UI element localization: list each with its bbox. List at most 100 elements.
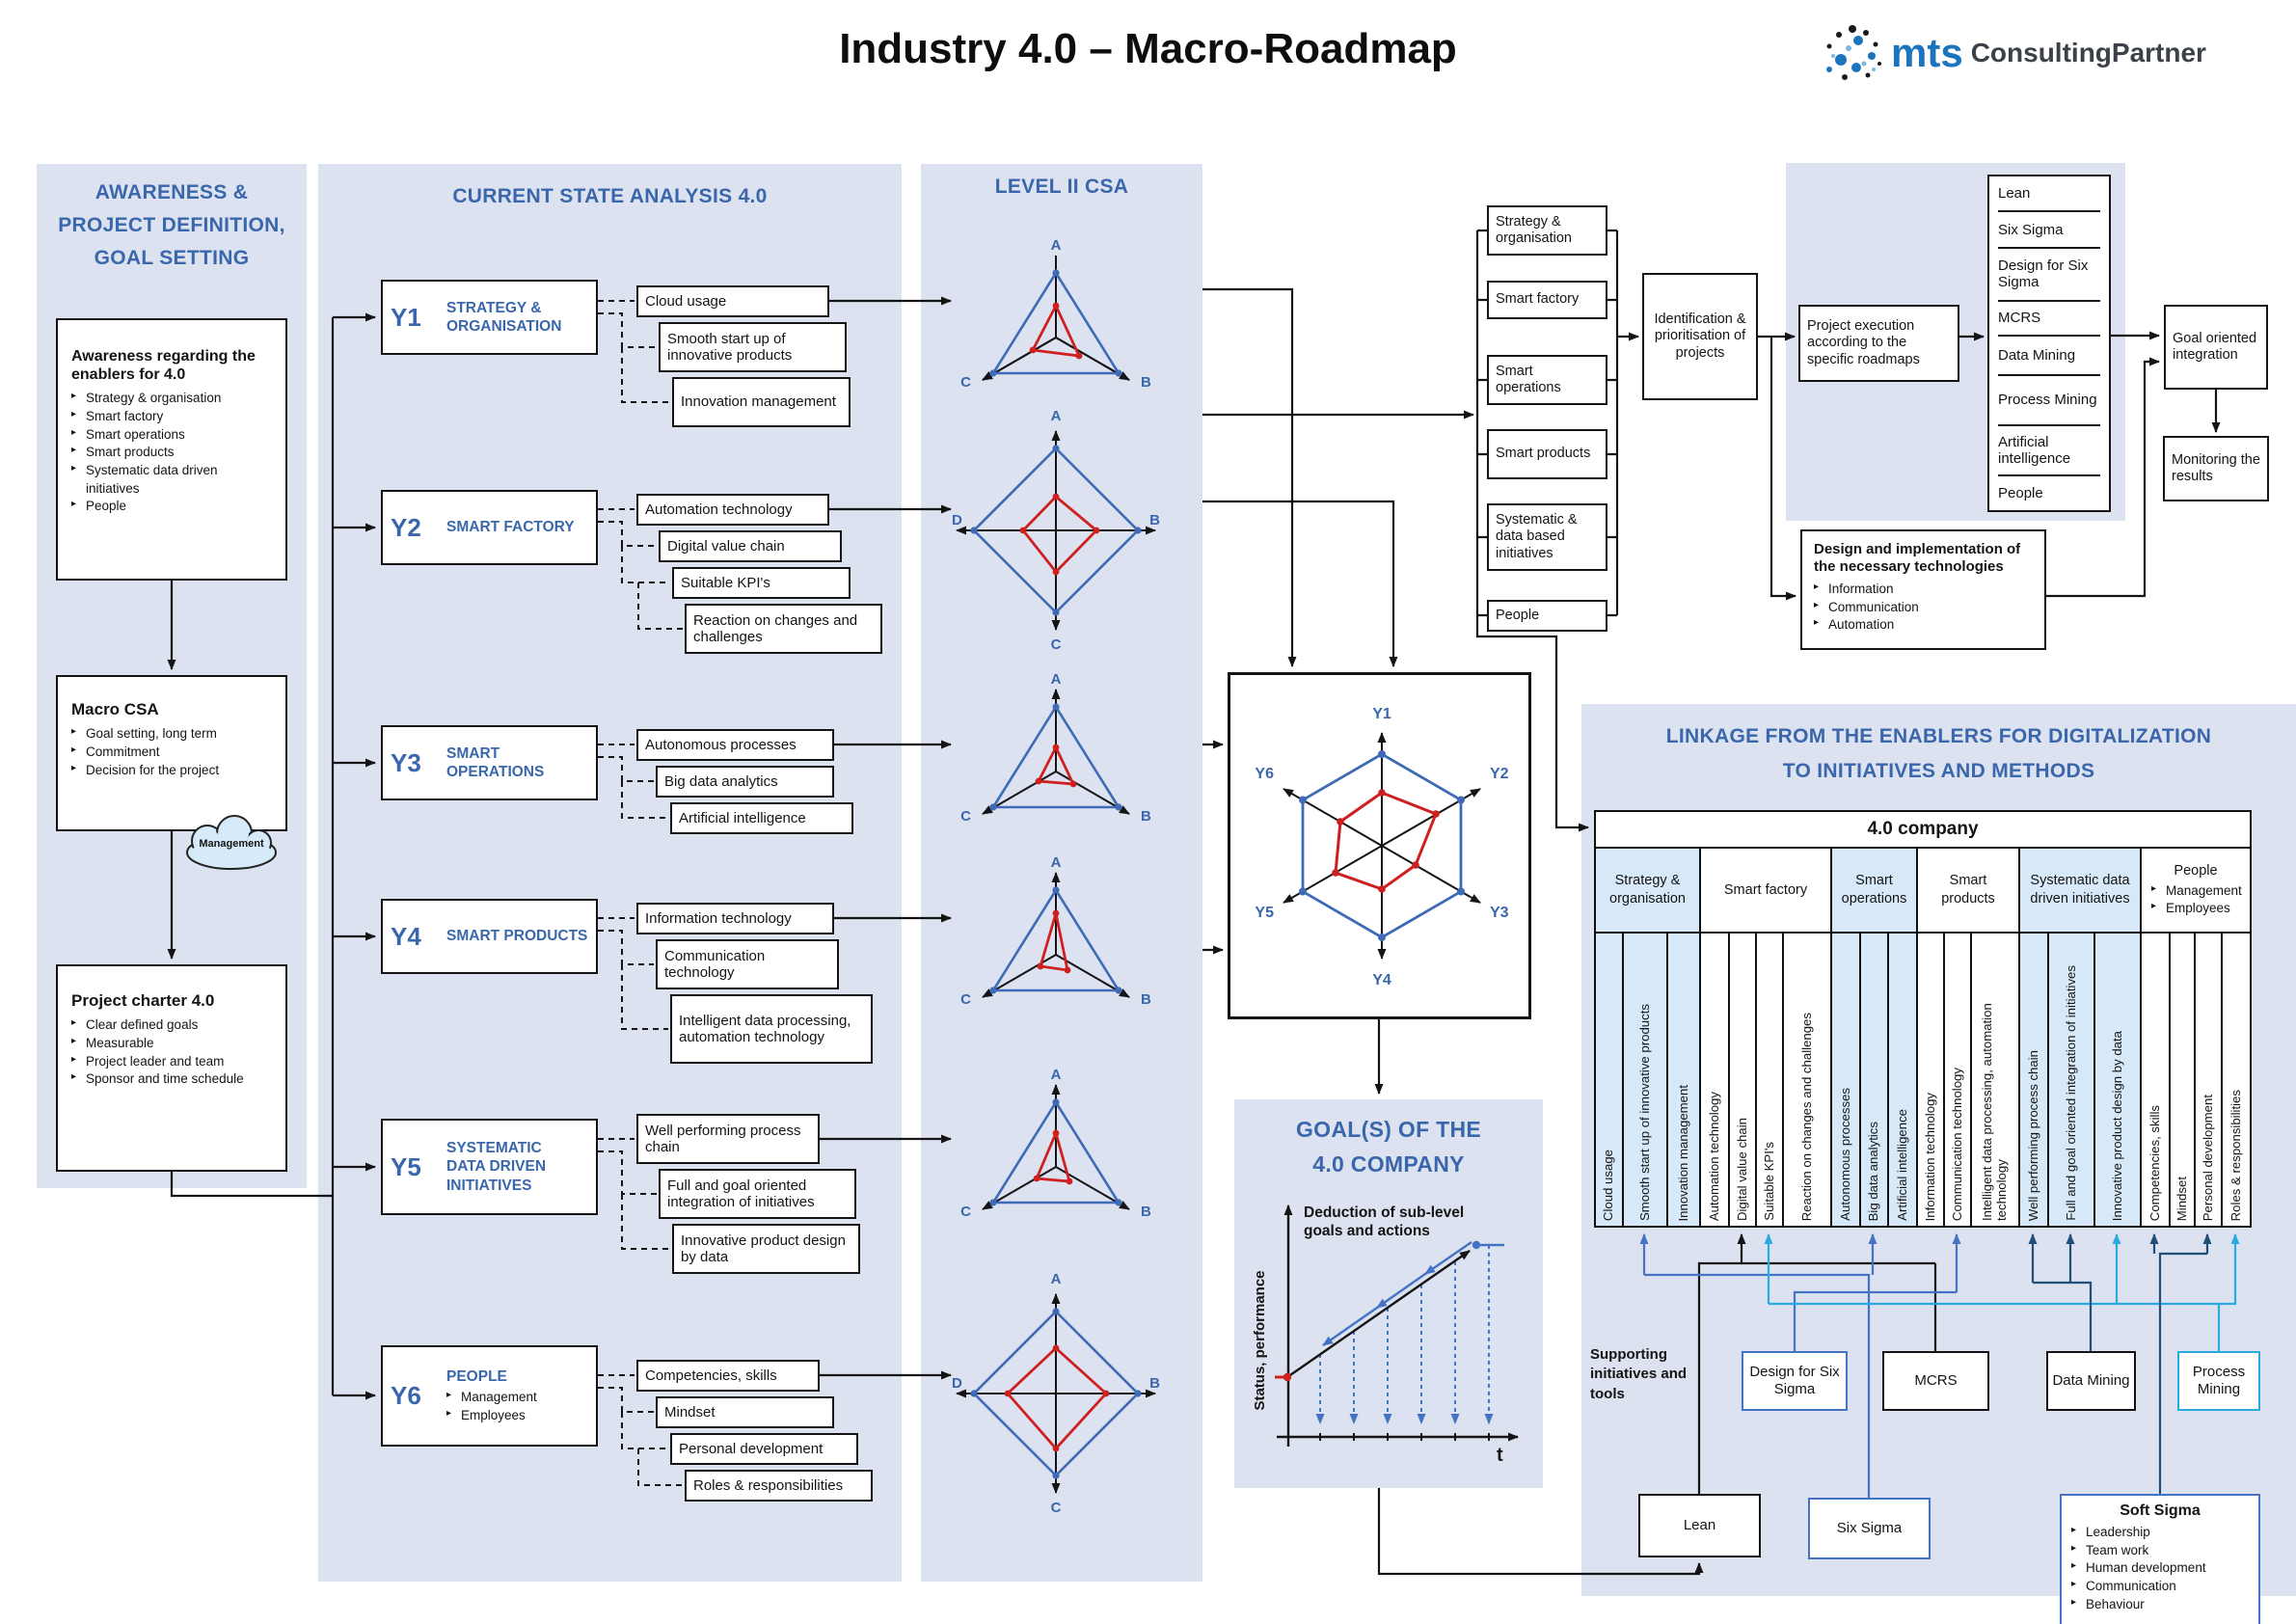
column-label: Personal development: [2200, 1094, 2215, 1221]
axis-label: C: [960, 808, 971, 825]
column-label: Big data analytics: [1866, 1121, 1881, 1221]
axis-label: B: [1141, 991, 1151, 1008]
y6-sub-2: Mindset: [656, 1396, 834, 1428]
method-item: People: [1998, 485, 2043, 502]
y5-box: Y5 SYSTEMATIC DATA DRIVEN INITIATIVES: [381, 1119, 598, 1215]
y5-id: Y5: [391, 1151, 421, 1181]
radar-chart-y5: A B C: [960, 1067, 1151, 1220]
enabler-box-smart-products: Smart products: [1487, 429, 1607, 479]
list-item: Goal setting, long term: [71, 725, 272, 744]
list-item: Employees: [2151, 900, 2246, 918]
y6-id: Y6: [391, 1381, 421, 1410]
y2-sub-2: Digital value chain: [659, 530, 842, 562]
column-label: Artificial intelligence: [1894, 1109, 1909, 1221]
column-label: Digital value chain: [1734, 1117, 1749, 1221]
axis-label: C: [1051, 636, 1062, 653]
design-for-six-sigma-box: Design for Six Sigma: [1742, 1351, 1848, 1411]
list-item: Smart operations: [71, 426, 272, 445]
project-charter-title: Project charter 4.0: [71, 991, 215, 1010]
y2-id: Y2: [391, 512, 421, 542]
list-item: Employees: [446, 1407, 537, 1425]
y6-sub-4: Roles & responsibilities: [685, 1470, 873, 1502]
y5-sub-3: Innovative product design by data: [672, 1224, 860, 1274]
y2-sub-4: Reaction on changes and challenges: [685, 604, 882, 654]
y3-id: Y3: [391, 747, 421, 777]
y1-sub-3: Innovation management: [672, 377, 851, 427]
methods-list-box: Lean Six Sigma Design for Six Sigma MCRS…: [1987, 175, 2111, 512]
column-cell: Artificial intelligence: [1887, 932, 1918, 1228]
axis-label: C: [960, 374, 971, 391]
y4-title: SMART PRODUCTS: [446, 928, 588, 945]
axis-label: C: [960, 991, 971, 1008]
macro-csa-box: Macro CSA Goal setting, long term Commit…: [56, 675, 287, 831]
axis-label: Y5: [1255, 905, 1274, 921]
project-charter-box: Project charter 4.0 Clear defined goals …: [56, 964, 287, 1172]
macro-csa-title: Macro CSA: [71, 700, 159, 718]
axis-label: C: [1051, 1500, 1062, 1516]
axis-label: Y6: [1255, 766, 1274, 782]
page-title: Industry 4.0 – Macro-Roadmap: [839, 25, 1457, 72]
awareness-box-list: Strategy & organisation Smart factory Sm…: [71, 390, 272, 515]
awareness-box: Awareness regarding the enablers for 4.0…: [56, 318, 287, 581]
goals-xlabel: t: [1497, 1445, 1503, 1466]
soft-sigma-title: Soft Sigma: [2120, 1502, 2201, 1519]
csa-heading: CURRENT STATE ANALYSIS 4.0: [452, 185, 768, 207]
column-cell: Innovative product design by data: [2093, 932, 2142, 1228]
column-label: Competencies, skills: [2147, 1104, 2162, 1221]
logo: mts ConsultingPartner: [1818, 21, 2206, 85]
list-item: Team work: [2071, 1542, 2206, 1560]
y3-sub-2: Big data analytics: [656, 766, 834, 798]
axis-label: C: [960, 1204, 971, 1220]
linkage-heading-line1: LINKAGE FROM THE ENABLERS FOR DIGITALIZA…: [1665, 725, 2212, 747]
column-cell: Suitable KPI's: [1755, 932, 1784, 1228]
list-item: Behaviour: [2071, 1596, 2206, 1614]
column-label: Full and goal oriented integration of in…: [2063, 965, 2078, 1221]
y6-sub-3: Personal development: [670, 1433, 858, 1465]
goals-heading-line1: GOAL(S) OF THE: [1295, 1117, 1482, 1142]
y4-sub-1: Information technology: [636, 903, 834, 934]
axis-label: Y4: [1372, 972, 1391, 988]
column-cell: Intelligent data processing, automation …: [1970, 932, 2020, 1228]
list-item: People: [71, 498, 272, 516]
awareness-heading-line3: GOAL SETTING: [94, 247, 250, 269]
column-cell: Reaction on changes and challenges: [1782, 932, 1832, 1228]
lean-box: Lean: [1638, 1494, 1761, 1557]
monitoring-box: Monitoring the results: [2163, 436, 2269, 501]
column-label: Autonomous processes: [1837, 1088, 1852, 1221]
project-execution-box: Project execution according to the speci…: [1798, 305, 1959, 382]
list-item: Strategy & organisation: [71, 390, 272, 408]
column-label: Suitable KPI's: [1761, 1142, 1776, 1221]
axis-label: A: [1051, 854, 1062, 871]
goals-ylabel: Status, performance: [1252, 1270, 1268, 1411]
list-item: Management: [446, 1389, 537, 1407]
macro-csa-list: Goal setting, long term Commitment Decis…: [71, 725, 272, 779]
method-item: Artificial intelligence: [1998, 426, 2100, 477]
y5-sub-2: Full and goal oriented integration of in…: [659, 1169, 856, 1219]
enabler-box-people: People: [1487, 600, 1607, 632]
list-item: Measurable: [71, 1035, 272, 1053]
design-implementation-list: Information Communication Automation: [1814, 581, 2033, 635]
column-cell: Automation technology: [1699, 932, 1730, 1228]
list-item: Project leader and team: [71, 1053, 272, 1071]
axis-label: B: [1149, 1375, 1160, 1392]
y4-box: Y4 SMART PRODUCTS: [381, 899, 598, 974]
group-people-bullets: Management Employees: [2151, 882, 2246, 918]
soft-sigma-box: Soft Sigma Leadership Team work Human de…: [2060, 1494, 2260, 1624]
y3-sub-3: Artificial intelligence: [670, 802, 853, 834]
enabler-box-smart-factory: Smart factory: [1487, 281, 1607, 319]
y4-sub-3: Intelligent data processing, automation …: [670, 994, 873, 1064]
column-cell: Competencies, skills: [2140, 932, 2171, 1228]
column-label: Smooth start up of innovative products: [1636, 1003, 1652, 1221]
goals-heading-line2: 4.0 COMPANY: [1312, 1151, 1465, 1177]
column-cell: Full and goal oriented integration of in…: [2047, 932, 2095, 1228]
goals-annotation: Deduction of sub-level goals and actions: [1304, 1204, 1465, 1240]
column-label: Roles & responsibilities: [2228, 1089, 2243, 1221]
y3-sub-1: Autonomous processes: [636, 729, 834, 761]
method-item: Lean: [1998, 176, 2100, 212]
column-label: Communication technology: [1949, 1067, 1964, 1221]
y1-sub-1: Cloud usage: [636, 285, 829, 317]
column-cell: Well performing process chain: [2018, 932, 2049, 1228]
axis-label: D: [952, 1375, 962, 1392]
column-cell: Communication technology: [1943, 932, 1972, 1228]
axis-label: A: [1051, 1271, 1062, 1287]
